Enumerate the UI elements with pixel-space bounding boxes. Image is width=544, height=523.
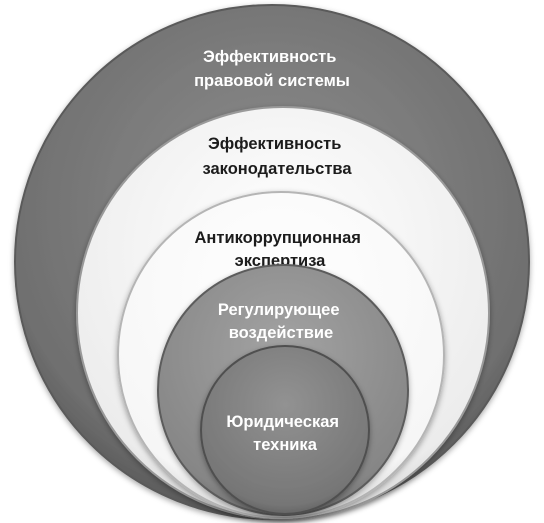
ring-second-label-line2: законодательства [203,160,353,178]
ring-inner-label-line1: Юридическая [226,413,339,431]
svg-text:Юридическая техника: Юридическая техника [226,413,343,454]
svg-text:Эффективность законодате: Эффективность законодательства [203,135,353,178]
svg-text:Эффективность правовой с: Эффективность правовой системы [194,48,350,90]
ring-third-label-line2: экспертиза [235,252,327,270]
svg-text:Антикоррупционная экспер: Антикоррупционная экспертиза [194,229,365,270]
ring-inner: Юридическая техника [200,345,370,515]
ring-outer-label-line2: правовой системы [194,72,350,90]
ring-fourth-label-line2: воздействие [229,324,334,342]
ring-third-label-line1: Антикоррупционная [194,229,360,247]
ring-fourth-label-line1: Регулирующее [218,301,340,319]
svg-text:Регулирующее воздействие: Регулирующее воздействие [218,301,344,342]
ring-inner-label-line2: техника [253,436,318,454]
ring-outer-label-line1: Эффективность [203,48,336,66]
ring-second-label-line1: Эффективность [208,135,341,153]
ring-inner-disc [200,345,370,515]
